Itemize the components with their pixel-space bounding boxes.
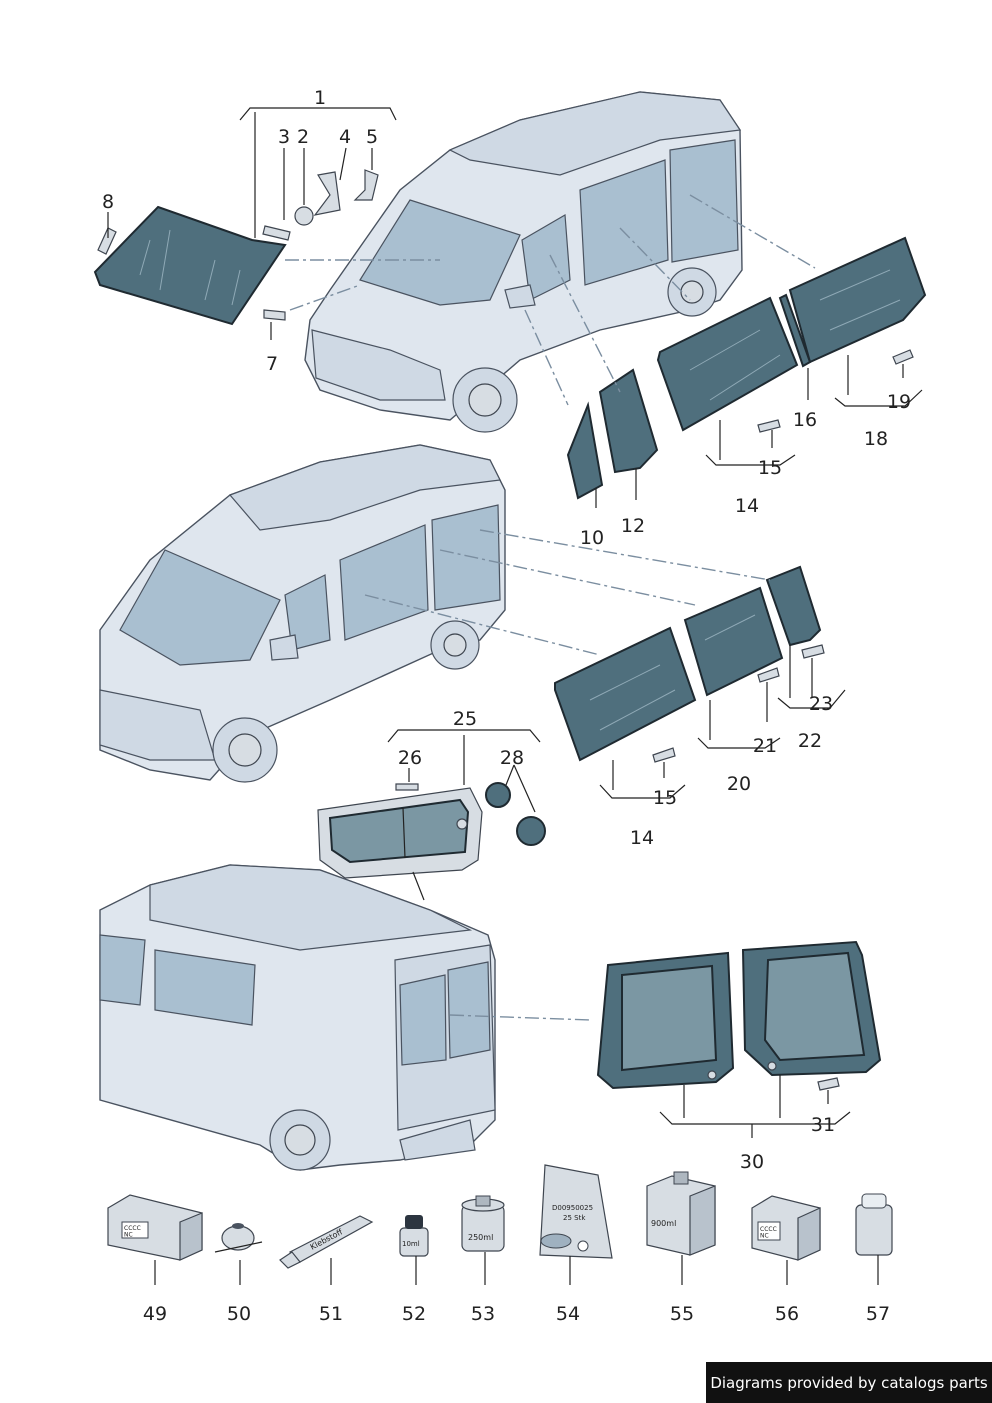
label-25: 25 — [453, 708, 477, 730]
clip-part-3 — [262, 225, 291, 241]
clip-part-15-mid — [652, 747, 676, 763]
van-front-view-top — [304, 91, 743, 433]
label-55: 55 — [670, 1303, 694, 1325]
sensor-part-2 — [294, 206, 314, 226]
side-glass-20 — [683, 586, 784, 697]
label-30: 30 — [740, 1151, 764, 1173]
clip-part-7 — [263, 309, 286, 321]
van-rear-view-bottom — [99, 864, 496, 1171]
bag54-line1: D00950025 — [552, 1204, 593, 1212]
label-2: 2 — [297, 126, 309, 148]
label-49: 49 — [143, 1303, 167, 1325]
label-18: 18 — [864, 428, 888, 450]
label-52: 52 — [402, 1303, 426, 1325]
side-glass-14-mid — [554, 626, 697, 762]
strip-part-26 — [395, 783, 419, 791]
clip-part-21 — [757, 667, 780, 683]
product-box-55: 900ml — [646, 1171, 716, 1256]
rear-door-glass-30 — [596, 940, 882, 1090]
side-glass-22 — [765, 565, 822, 647]
label-20: 20 — [727, 773, 751, 795]
side-glass-12 — [598, 368, 659, 474]
bag54-line2: 25 Stk — [563, 1214, 586, 1222]
label-8: 8 — [102, 191, 114, 213]
side-glass-10 — [566, 401, 604, 500]
label-19: 19 — [887, 391, 911, 413]
product-tube-51: Klebstoff — [279, 1215, 374, 1269]
label-28: 28 — [500, 747, 524, 769]
label-21: 21 — [753, 735, 777, 757]
bracket-part-5 — [353, 169, 379, 201]
label-26: 26 — [398, 747, 422, 769]
product-bottle-57 — [855, 1193, 893, 1256]
knob-part-28a — [485, 782, 511, 808]
product-tape-50 — [214, 1223, 263, 1253]
clip-part-23 — [801, 644, 825, 659]
label-3: 3 — [278, 126, 290, 148]
product-bottle-52: 10ml — [399, 1215, 429, 1257]
label-57: 57 — [866, 1303, 890, 1325]
label-7: 7 — [266, 353, 278, 375]
label-15-mid: 15 — [653, 787, 677, 809]
bracket-part-4 — [313, 171, 341, 216]
label-15-top: 15 — [758, 457, 782, 479]
label-12: 12 — [621, 515, 645, 537]
side-glass-18 — [788, 236, 927, 364]
product-bag-54: D00950025 25 Stk — [539, 1164, 613, 1259]
bottle52-text: 10ml — [402, 1240, 420, 1248]
label-23: 23 — [809, 693, 833, 715]
label-54: 54 — [556, 1303, 580, 1325]
label-5: 5 — [366, 126, 378, 148]
can53-text: 250ml — [468, 1233, 493, 1242]
label-51: 51 — [319, 1303, 343, 1325]
label-22: 22 — [798, 730, 822, 752]
footer-credit: Diagrams provided by catalogs parts — [706, 1362, 992, 1403]
label-4: 4 — [339, 126, 351, 148]
box55-text: 900ml — [651, 1219, 676, 1228]
van-side-view-middle — [99, 444, 506, 783]
clip-part-15-top — [757, 419, 781, 433]
label-1: 1 — [314, 87, 326, 109]
clip-part-31 — [817, 1077, 840, 1091]
label-10: 10 — [580, 527, 604, 549]
label-31: 31 — [811, 1114, 835, 1136]
clip-part-19 — [892, 349, 914, 365]
label-53: 53 — [471, 1303, 495, 1325]
label-14-top: 14 — [735, 495, 759, 517]
sliding-window-assembly-25 — [317, 787, 483, 879]
label-56: 56 — [775, 1303, 799, 1325]
label-50: 50 — [227, 1303, 251, 1325]
label-14-mid: 14 — [630, 827, 654, 849]
side-glass-14-top — [656, 296, 799, 432]
windshield-glass — [93, 205, 287, 326]
clip-part-8 — [97, 227, 117, 255]
label-16: 16 — [793, 409, 817, 431]
knob-part-28b — [516, 816, 546, 846]
product-can-53: 250ml — [461, 1195, 505, 1252]
